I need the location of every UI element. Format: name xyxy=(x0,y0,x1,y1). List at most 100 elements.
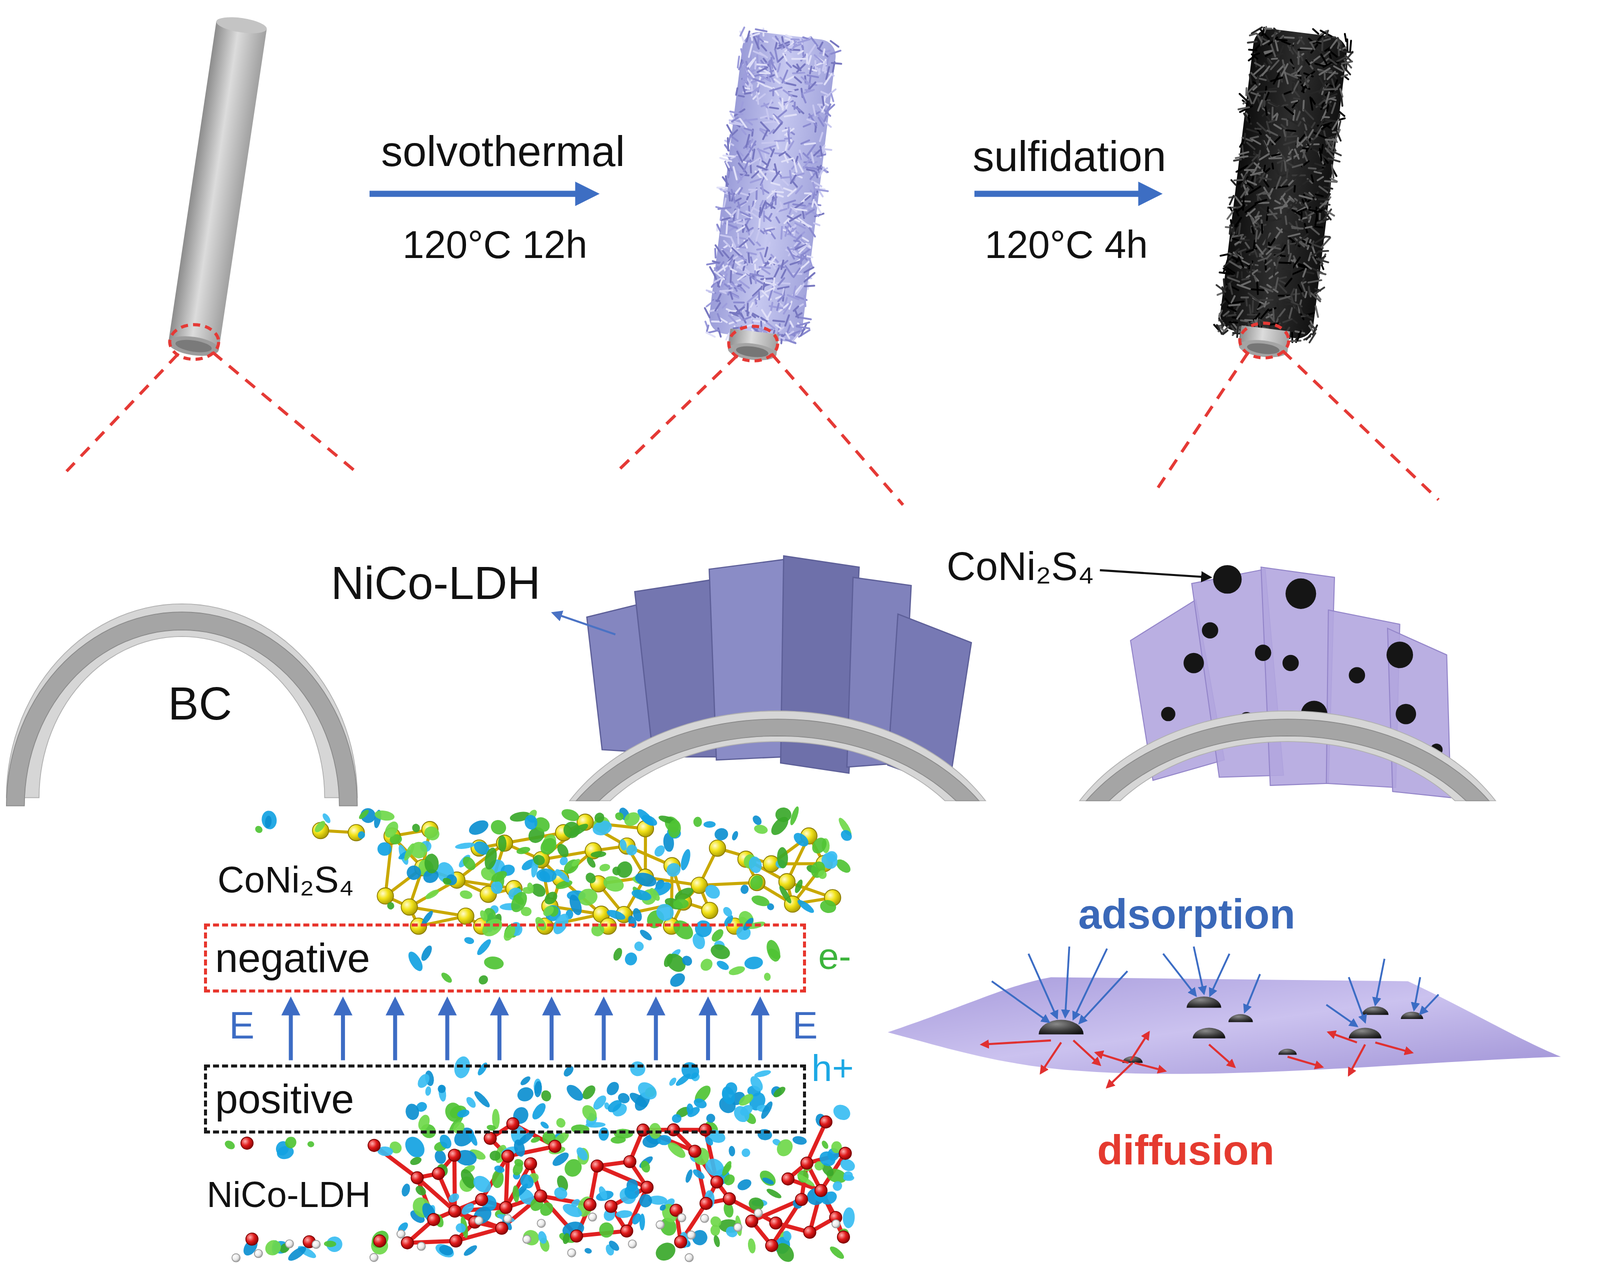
surface-flake xyxy=(1257,90,1267,93)
surface-flake xyxy=(810,66,812,74)
charge-lobe xyxy=(751,814,764,827)
surface-flake xyxy=(761,277,772,281)
generated-art xyxy=(6,14,1496,1266)
surface-flake xyxy=(819,69,820,75)
surface-flake xyxy=(738,272,747,281)
sulfide-bonds xyxy=(320,822,833,926)
surface-flake xyxy=(1319,78,1326,87)
surface-flake xyxy=(1252,289,1264,291)
surface-flake xyxy=(1265,135,1276,144)
surface-flake xyxy=(1338,121,1341,131)
surface-flake xyxy=(1301,212,1302,219)
surface-flake xyxy=(1284,216,1288,225)
surface-flake xyxy=(1246,162,1254,170)
surface-flake xyxy=(728,192,731,201)
surface-flake xyxy=(1303,263,1312,269)
surface-flake xyxy=(1275,200,1281,203)
particle-dot xyxy=(1395,704,1416,725)
surface-flake xyxy=(748,238,755,245)
surface-flake xyxy=(726,221,728,234)
surface-flake xyxy=(807,75,819,78)
surface-flake xyxy=(1245,319,1253,321)
surface-flake xyxy=(1282,94,1286,101)
surface-flake xyxy=(741,102,743,110)
surface-flake xyxy=(1265,52,1271,57)
surface-flake xyxy=(1218,318,1225,326)
surface-flake xyxy=(760,76,771,82)
charge-lobe xyxy=(777,884,794,905)
surface-flake xyxy=(1316,194,1323,197)
surface-flake xyxy=(728,172,729,178)
surface-flake xyxy=(1275,278,1278,290)
diffusion-arrow xyxy=(1096,1052,1129,1063)
surface-flake xyxy=(1268,217,1281,223)
charge-lobe xyxy=(680,953,694,968)
surface-flake xyxy=(792,160,798,172)
surface-flake xyxy=(1248,115,1251,123)
surface-flake xyxy=(1237,310,1243,320)
surface-flake xyxy=(1255,198,1267,205)
surface-flake xyxy=(791,207,797,212)
charge-lobe xyxy=(793,878,805,894)
substrate-arc-part xyxy=(569,711,986,801)
surface-flake xyxy=(815,189,828,191)
substrate-arc xyxy=(6,604,358,806)
surface-flake xyxy=(1305,212,1310,219)
surface-flake xyxy=(1273,28,1279,33)
surface-flake xyxy=(765,286,775,293)
surface-flake xyxy=(1286,250,1288,259)
surface-flake xyxy=(759,266,770,268)
surface-flake xyxy=(1219,272,1230,274)
charge-lobe xyxy=(838,827,854,843)
surface-flake xyxy=(1247,293,1259,302)
surface-flake xyxy=(1318,169,1323,172)
pointer-arrows-part xyxy=(553,613,615,635)
surface-flake xyxy=(822,147,826,154)
surface-flake xyxy=(776,142,779,149)
surface-flake xyxy=(801,93,807,103)
surface-flake xyxy=(1284,107,1294,114)
surface-flake xyxy=(782,70,788,83)
surface-flake xyxy=(1309,90,1319,95)
surface-flake xyxy=(771,302,773,312)
surface-flake xyxy=(1251,139,1261,144)
surface-flake xyxy=(805,195,810,201)
surface-flake xyxy=(762,28,765,36)
surface-flake xyxy=(1283,130,1286,136)
surface-flake xyxy=(763,103,768,108)
surface-flake xyxy=(796,172,804,177)
atom-sphere xyxy=(691,877,708,894)
surface-flake xyxy=(1324,187,1333,189)
surface-flake xyxy=(1292,163,1302,169)
surface-flake xyxy=(1308,168,1316,169)
adsorption-arrow xyxy=(1065,946,1069,1017)
surface-flake xyxy=(1309,227,1320,235)
sulf-tube-part xyxy=(1218,27,1349,340)
diffusion-arrow xyxy=(1107,1063,1133,1088)
surface-flake xyxy=(1291,100,1297,103)
surface-flake xyxy=(792,106,801,111)
surface-flake xyxy=(1227,277,1240,282)
surface-flake xyxy=(717,186,728,189)
surface-flake xyxy=(806,208,814,215)
surface-flake xyxy=(755,62,756,69)
surface-dome xyxy=(1186,996,1221,1008)
surface-flake xyxy=(1263,192,1271,195)
surface-flake xyxy=(1237,272,1238,277)
surface-flake xyxy=(755,92,760,104)
diffusion-arrow xyxy=(981,1040,1051,1045)
surface-flake xyxy=(1253,92,1259,104)
surface-flake xyxy=(1295,238,1300,250)
surface-flake xyxy=(1256,34,1263,42)
surface-flake xyxy=(816,187,824,197)
surface-flake xyxy=(766,86,774,89)
surface-flake xyxy=(1287,46,1294,54)
ldh-tube-part xyxy=(707,30,838,343)
surface-flake xyxy=(732,247,742,255)
zoom-marker-part xyxy=(212,352,355,471)
surface-flake xyxy=(1326,120,1336,122)
adsorption-arrow xyxy=(1420,994,1439,1014)
surface-flake xyxy=(772,38,779,42)
surface-flake xyxy=(805,89,812,91)
surface-flake xyxy=(760,200,763,206)
